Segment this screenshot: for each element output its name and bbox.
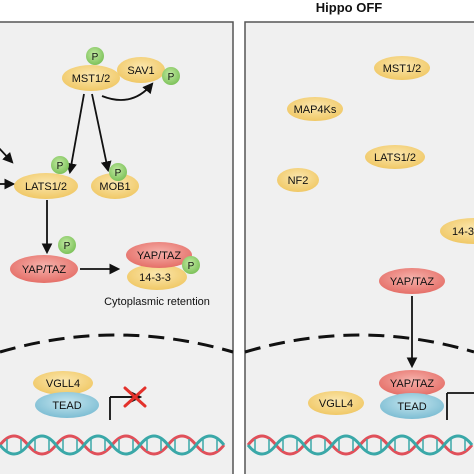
map4ks-node: MAP4Ks — [287, 97, 343, 121]
dna-helix-left — [0, 434, 226, 456]
transcription-blocked-x — [123, 386, 147, 408]
hippo-on-panel — [0, 21, 234, 474]
nuclear-membrane-right — [244, 333, 474, 354]
svg-text:P: P — [64, 241, 71, 252]
vgll4-label-left: VGLL4 — [46, 378, 80, 390]
tead-node-left: TEAD — [35, 392, 99, 418]
lats1-2-label-right: LATS1/2 — [374, 152, 416, 164]
mob1-node: MOB1 — [91, 173, 139, 199]
svg-text:P: P — [57, 161, 64, 172]
tead-label-right: TEAD — [397, 401, 426, 413]
lats1-2-node-left: LATS1/2 — [14, 173, 78, 199]
nuclear-yap-taz-label: YAP/TAZ — [390, 378, 434, 390]
mst1-2-label-left: MST1/2 — [72, 73, 111, 85]
vgll4-node-left: VGLL4 — [33, 371, 93, 395]
mob1-label: MOB1 — [99, 181, 130, 193]
sav1-node: SAV1 — [117, 57, 165, 83]
nf2-label: NF2 — [288, 175, 309, 187]
phospho-marker: P — [58, 236, 76, 254]
svg-text:P: P — [168, 72, 175, 83]
svg-text:P: P — [115, 168, 122, 179]
nuclear-membrane-left — [0, 333, 234, 354]
complex-1433-label: 14-3-3 — [139, 272, 171, 284]
hippo-off-title: Hippo OFF — [316, 0, 382, 15]
partial-1433-node: 14-3 — [440, 218, 474, 244]
left-signal-arrows — [0, 82, 154, 420]
tead-label-left: TEAD — [52, 400, 81, 412]
svg-text:P: P — [92, 52, 99, 63]
yap-taz-node-left: YAP/TAZ — [10, 255, 78, 283]
yap-taz-label-left: YAP/TAZ — [22, 264, 66, 276]
lats1-2-label-left: LATS1/2 — [25, 181, 67, 193]
mst1-2-node-left: MST1/2 — [62, 65, 120, 91]
sav1-label: SAV1 — [127, 65, 154, 77]
dna-helix-right — [246, 434, 474, 456]
vgll4-node-right: VGLL4 — [308, 391, 364, 415]
yap-taz-label-right: YAP/TAZ — [390, 276, 434, 288]
phospho-marker: P — [51, 156, 69, 174]
phospho-marker: P — [86, 47, 104, 65]
cytoplasmic-retention-label: Cytoplasmic retention — [104, 296, 210, 308]
mst1-2-label-right: MST1/2 — [383, 63, 422, 75]
phospho-marker: P — [162, 67, 180, 85]
lats1-2-node-right: LATS1/2 — [365, 145, 425, 169]
phospho-marker: P — [109, 163, 127, 181]
nuclear-yap-taz-node: YAP/TAZ — [379, 370, 445, 396]
mst1-2-node-right: MST1/2 — [374, 56, 430, 80]
transcription-start-arrow-right — [446, 392, 474, 420]
complex-yap-label: YAP/TAZ — [137, 250, 181, 262]
nf2-node: NF2 — [277, 168, 319, 192]
vgll4-label-right: VGLL4 — [319, 398, 353, 410]
svg-text:P: P — [188, 261, 195, 272]
phospho-marker: P — [182, 256, 200, 274]
yap-1433-complex: 14-3-3 YAP/TAZ — [126, 242, 192, 290]
map4ks-label: MAP4Ks — [294, 104, 337, 116]
yap-taz-node-right: YAP/TAZ — [379, 268, 445, 294]
tead-node-right: TEAD — [380, 393, 444, 419]
partial-1433-label: 14-3 — [452, 226, 474, 238]
